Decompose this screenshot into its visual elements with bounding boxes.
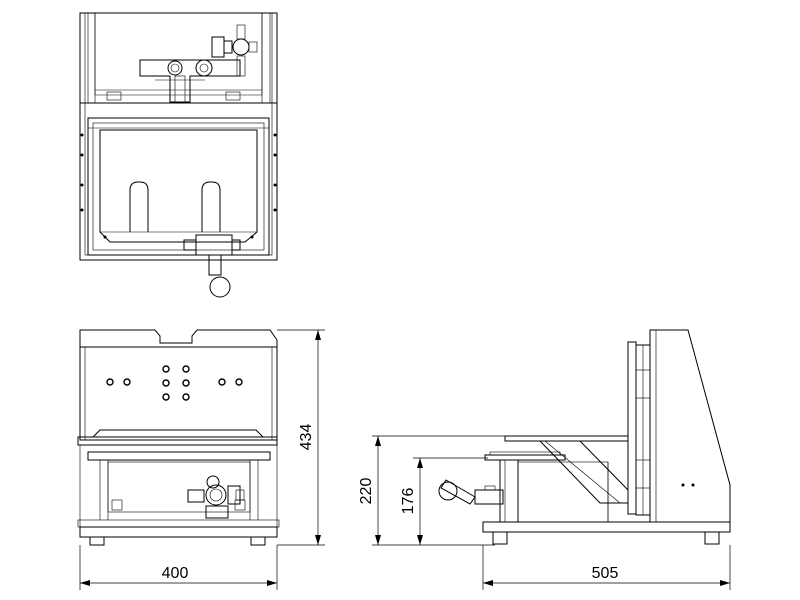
dim-height-overall: 434 bbox=[298, 424, 315, 451]
dim-width-front: 400 bbox=[162, 565, 189, 582]
dim-width-side: 505 bbox=[592, 565, 619, 582]
front-view bbox=[77, 329, 280, 546]
dimension-lines bbox=[79, 329, 731, 590]
dim-height-lower: 176 bbox=[400, 488, 417, 515]
top-view bbox=[79, 12, 278, 298]
dim-height-upper: 220 bbox=[358, 478, 375, 505]
side-view bbox=[438, 329, 731, 545]
